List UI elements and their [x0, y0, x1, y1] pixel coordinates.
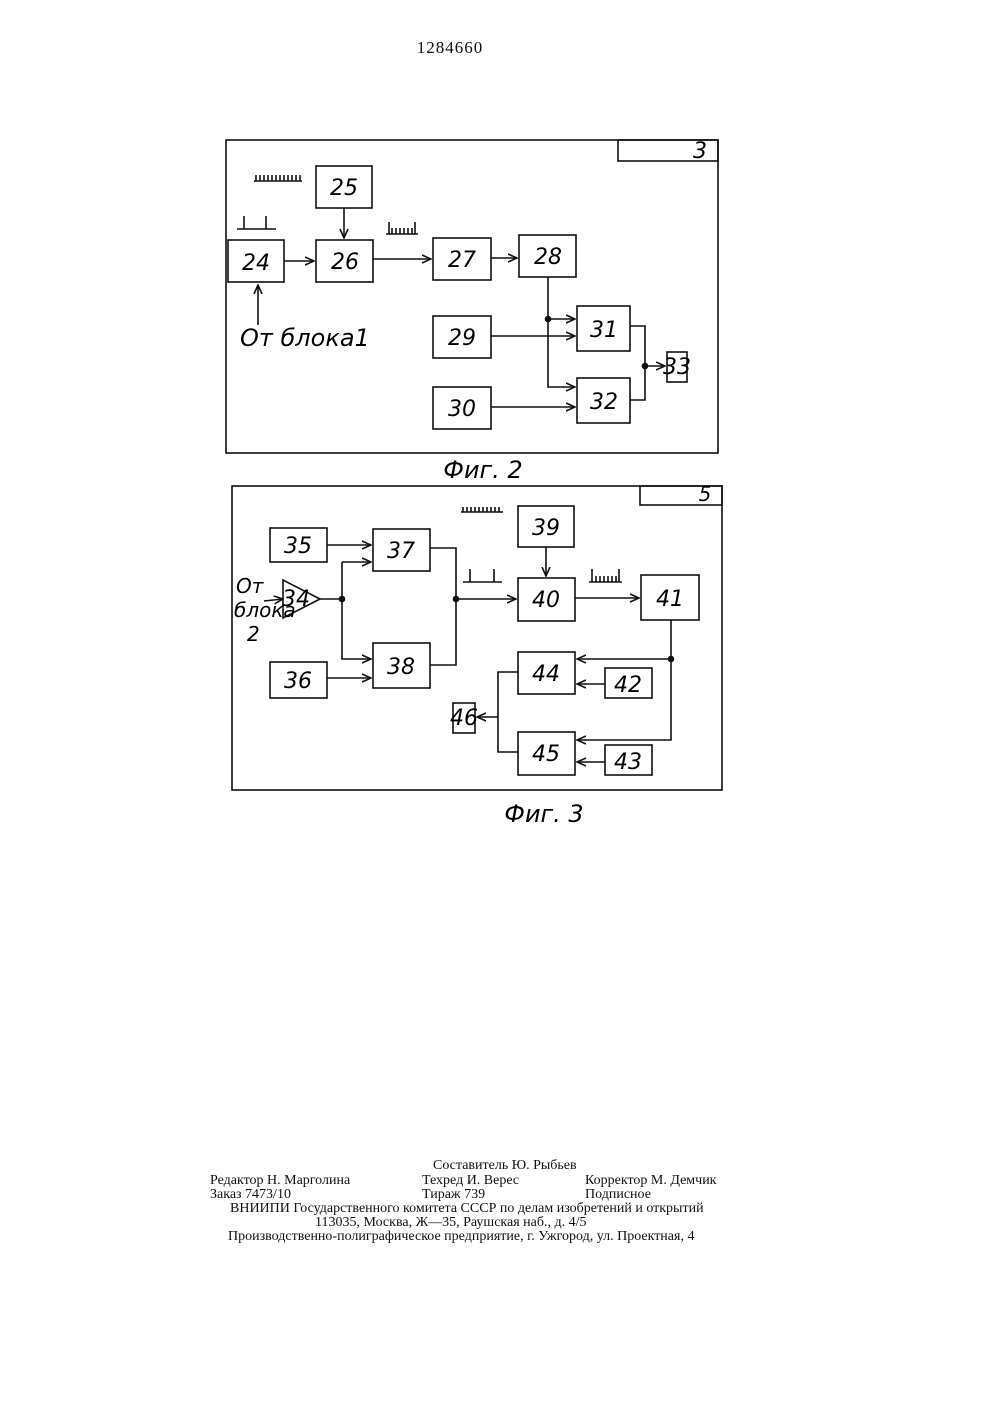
fig2-frame-label: 3: [693, 139, 707, 164]
fig3-label-40: 40: [532, 588, 560, 613]
fig2-label-25: 25: [330, 176, 358, 201]
fig3-label-42: 42: [614, 673, 642, 698]
fig3-label-35: 35: [284, 534, 312, 559]
fig2-pulse-train-symbol: [254, 175, 302, 181]
fig2-label-28: 28: [534, 245, 562, 270]
fig2-caption: Фиг. 2: [443, 456, 522, 484]
fig2-label-30: 30: [448, 397, 476, 422]
fig2-burst-symbol: [386, 222, 418, 234]
fig3-label-38: 38: [387, 655, 415, 680]
imprint-compiler: Составитель Ю. Рыбьев: [433, 1158, 577, 1174]
fig3-frame-label: 5: [699, 482, 712, 506]
fig2-label-29: 29: [448, 326, 476, 351]
fig3-source-text-line2: блока: [234, 598, 296, 622]
fig3-two-pulse-symbol: [463, 569, 502, 582]
fig3-label-45: 45: [532, 742, 560, 767]
fig2-label-26: 26: [331, 250, 359, 275]
fig3-label-36: 36: [284, 669, 312, 694]
imprint-printer: Производственно-полиграфическое предприя…: [228, 1229, 694, 1245]
fig3-caption: Фиг. 3: [504, 800, 583, 828]
fig3-source-text-line3: 2: [247, 622, 260, 646]
fig3-burst-symbol: [589, 569, 622, 582]
fig2-label-27: 27: [448, 248, 476, 273]
fig3-label-37: 37: [387, 539, 415, 564]
fig3-label-43: 43: [614, 750, 642, 775]
fig3-label-44: 44: [532, 662, 560, 687]
fig2-label-24: 24: [242, 251, 270, 276]
figures-drawing: 24 25 26 27 28 29 30 31 32 33 3 От блока…: [0, 0, 1000, 900]
fig2-label-31: 31: [590, 318, 618, 343]
fig3-source-text-line1: От: [236, 574, 265, 598]
fig3-pulse-train-symbol: [461, 507, 503, 512]
fig3-label-39: 39: [532, 516, 560, 541]
fig3-label-41: 41: [656, 587, 684, 612]
fig2-two-pulse-symbol: [237, 216, 276, 229]
fig3-label-46: 46: [450, 706, 478, 731]
fig2-label-32: 32: [590, 390, 618, 415]
fig2-source-text: От блока1: [240, 324, 370, 352]
fig3-diagram: [232, 486, 722, 790]
fig2-label-33: 33: [663, 355, 691, 380]
